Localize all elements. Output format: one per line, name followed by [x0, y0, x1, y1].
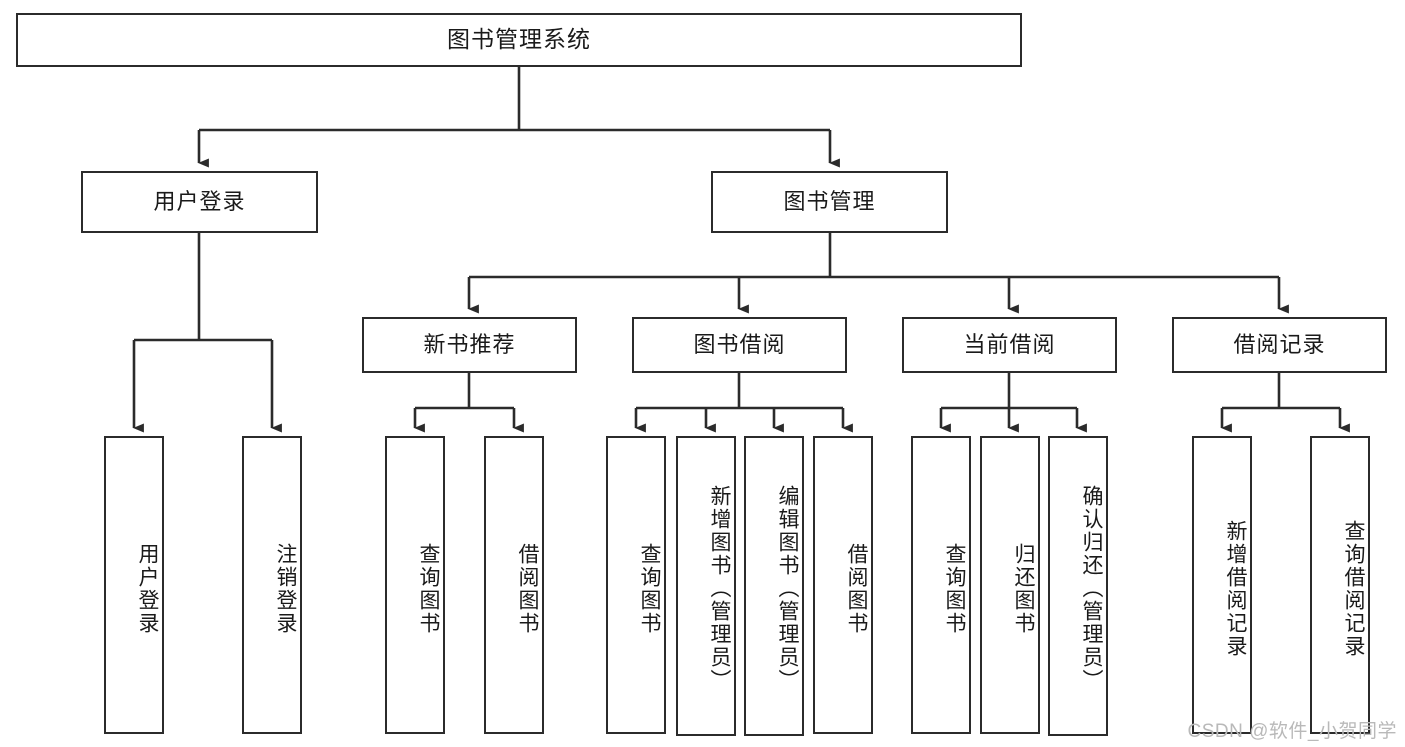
csdn-watermark: CSDN @软件_小贺同学: [1187, 721, 1397, 742]
node-label: 新书推荐: [423, 331, 516, 357]
node-current-borrow[interactable]: 当前借阅: [902, 317, 1117, 373]
node-leaf-confirm-return[interactable]: 确认归还（管理员）: [1048, 436, 1108, 736]
node-leaf-borrow-book-2[interactable]: 借阅图书: [813, 436, 873, 734]
node-leaf-query-book-3[interactable]: 查询图书: [911, 436, 971, 734]
node-book-manage[interactable]: 图书管理: [711, 171, 948, 233]
node-leaf-query-record[interactable]: 查询借阅记录: [1310, 436, 1370, 734]
node-label: 归还图书: [1012, 543, 1035, 635]
node-user-login[interactable]: 用户登录: [81, 171, 318, 233]
node-leaf-query-book-2[interactable]: 查询图书: [606, 436, 666, 734]
node-leaf-query-book-1[interactable]: 查询图书: [385, 436, 445, 734]
node-label: 借阅记录: [1233, 331, 1326, 357]
node-leaf-borrow-book-1[interactable]: 借阅图书: [484, 436, 544, 734]
node-borrow-record[interactable]: 借阅记录: [1172, 317, 1387, 373]
node-label: 用户登录: [136, 543, 159, 635]
node-label: 图书管理系统: [447, 26, 591, 53]
node-label: 当前借阅: [963, 331, 1056, 357]
node-label: 查询借阅记录: [1342, 520, 1365, 658]
node-label: 确认归还（管理员）: [1080, 484, 1103, 692]
node-label: 查询图书: [943, 543, 966, 635]
node-book-borrow[interactable]: 图书借阅: [632, 317, 847, 373]
node-leaf-user-logout[interactable]: 注销登录: [242, 436, 302, 734]
node-label: 编辑图书（管理员）: [776, 484, 799, 692]
node-new-book-rec[interactable]: 新书推荐: [362, 317, 577, 373]
node-label: 图书借阅: [693, 331, 786, 357]
node-root-system[interactable]: 图书管理系统: [16, 13, 1022, 67]
node-label: 图书管理: [783, 188, 876, 214]
node-leaf-edit-book[interactable]: 编辑图书（管理员）: [744, 436, 804, 736]
node-leaf-add-record[interactable]: 新增借阅记录: [1192, 436, 1252, 734]
node-label: 借阅图书: [845, 543, 868, 635]
node-label: 注销登录: [274, 543, 297, 635]
node-label: 查询图书: [638, 543, 661, 635]
node-label: 用户登录: [153, 188, 246, 214]
node-leaf-user-login[interactable]: 用户登录: [104, 436, 164, 734]
node-label: 借阅图书: [516, 543, 539, 635]
node-label: 新增借阅记录: [1224, 520, 1247, 658]
node-label: 查询图书: [417, 543, 440, 635]
node-leaf-add-book[interactable]: 新增图书（管理员）: [676, 436, 736, 736]
node-leaf-return-book[interactable]: 归还图书: [980, 436, 1040, 734]
node-label: 新增图书（管理员）: [708, 484, 731, 692]
